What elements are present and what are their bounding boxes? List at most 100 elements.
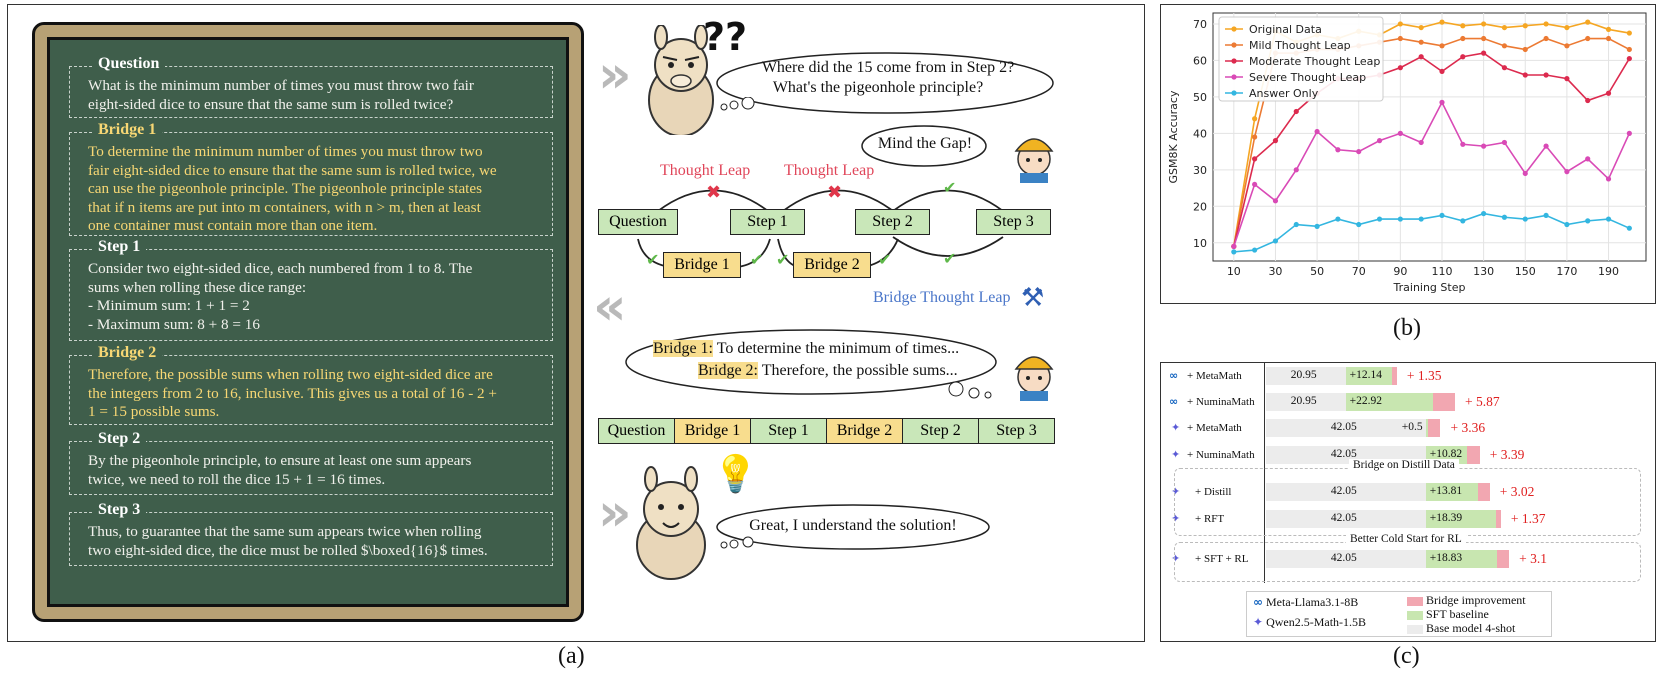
bridge-bar [1497, 550, 1510, 568]
data-point [1252, 181, 1258, 188]
qwen-logo-icon: ✦ [1171, 421, 1181, 434]
data-point [1626, 46, 1632, 53]
sft-value-label: +22.92 [1349, 395, 1382, 407]
sft-value-label: +13.81 [1429, 485, 1463, 497]
happy-alpaca-icon [636, 466, 706, 580]
data-point [1605, 26, 1612, 33]
row-label: + MetaMath [1187, 370, 1242, 382]
qwen-logo-icon: ✦ [1171, 512, 1181, 525]
legend-marker [1231, 74, 1237, 80]
legend-marker [1231, 42, 1237, 48]
qwen-logo-icon: ✦ [1171, 552, 1181, 565]
data-point [1564, 221, 1570, 228]
svg-text:✖: ✖ [706, 182, 721, 203]
bridge-cloud-line1: Bridge 1: To determine the minimum of ti… [653, 340, 959, 358]
confused-alpaca-icon [648, 25, 714, 135]
data-point [1418, 24, 1424, 31]
data-point [1585, 35, 1591, 42]
thought-bubbles [720, 536, 754, 549]
node-bridge1: Bridge 1 [663, 252, 741, 278]
bridge-value-label: + 3.02 [1499, 484, 1535, 499]
seq-step3: Step 3 [978, 418, 1055, 444]
data-point [1252, 247, 1258, 253]
data-point [1418, 216, 1424, 222]
section-body: What is the minimum number of times you … [88, 77, 474, 113]
section-body: By the pigeonhole principle, to ensure a… [88, 452, 472, 488]
data-point [1272, 238, 1279, 244]
data-point [1626, 30, 1632, 36]
bridge1-section: Bridge 1 To determine the minimum number… [69, 121, 553, 236]
data-point [1481, 21, 1487, 27]
section-title: Step 1 [92, 238, 147, 256]
y-tick-label: 60 [1193, 54, 1207, 67]
data-point [1481, 143, 1487, 149]
base-bar [1266, 393, 1346, 411]
data-point [1231, 249, 1237, 255]
question-marks: ?? [703, 15, 748, 59]
thought-leap-label: Thought Leap [660, 162, 751, 179]
node-bridge2: Bridge 2 [793, 252, 871, 278]
y-tick-label: 40 [1193, 127, 1207, 140]
bridge-cloud-line2: Bridge 2: Therefore, the possible sums..… [698, 362, 958, 380]
data-point [1501, 214, 1508, 220]
data-point [1522, 72, 1528, 78]
engineer-icon [1014, 138, 1054, 183]
group-title: Better Cold Start for RL [1346, 533, 1466, 545]
base-bar [1266, 419, 1426, 437]
data-point [1481, 210, 1487, 217]
legend-label: Meta-Llama3.1-8B [1266, 595, 1359, 609]
data-point [1439, 19, 1445, 25]
confused-thought-cloud [716, 52, 1054, 114]
series-line [1233, 52, 1631, 247]
sft-value-label: +0.5 [1401, 421, 1423, 433]
data-point [1439, 212, 1445, 219]
y-tick-label: 10 [1193, 237, 1207, 250]
node-step3: Step 3 [976, 209, 1051, 235]
row-label: + RFT [1195, 513, 1225, 525]
sft-value-label: +12.14 [1349, 369, 1382, 381]
meta-logo-icon: ∞ [1169, 369, 1179, 382]
data-point [1522, 170, 1528, 177]
engineer-icon [1014, 356, 1054, 401]
reasoning-graph-arrows: ✖ ✖ ✔ ✔ ✔ ✔ ✔ ✔ [637, 178, 1004, 269]
row-label: + SFT + RL [1195, 553, 1249, 565]
coldstart-group-box [1174, 542, 1641, 582]
data-point [1585, 19, 1591, 25]
data-point [1314, 223, 1320, 229]
tools-icon: ⚒ [1021, 283, 1045, 313]
caption-a: (a) [558, 643, 585, 669]
data-point [1626, 130, 1632, 136]
data-point [1564, 76, 1570, 82]
section-title: Step 3 [92, 501, 147, 519]
base-value-label: 42.05 [1330, 485, 1357, 497]
data-point [1605, 35, 1612, 42]
seq-step2: Step 2 [902, 418, 979, 444]
bridge1-tag: Bridge 1: [653, 340, 713, 357]
caption-c: (c) [1393, 643, 1420, 669]
bridged-sequence: Question Bridge 1 Step 1 Bridge 2 Step 2… [598, 418, 1055, 444]
bridge-value-label: + 3.36 [1450, 420, 1486, 435]
legend-box [1246, 591, 1552, 637]
data-point [1356, 221, 1362, 228]
sft-value-label: +10.82 [1429, 448, 1463, 460]
mind-gap-text: Mind the Gap! [877, 135, 973, 152]
y-axis-label: GSM8K Accuracy [1167, 90, 1180, 183]
data-point [1293, 167, 1299, 173]
data-point [1522, 23, 1528, 29]
seq-step1: Step 1 [750, 418, 827, 444]
meta-logo-icon: ∞ [1169, 395, 1179, 408]
lightbulb-icon: 💡 [713, 454, 758, 495]
svg-text:✔: ✔ [878, 250, 891, 269]
swatch [1407, 596, 1423, 606]
thought-bubbles [720, 97, 755, 111]
base-value-label: 20.95 [1290, 395, 1317, 407]
section-body: Therefore, the possible sums when rollin… [88, 366, 498, 420]
legend-label: Answer Only [1249, 87, 1319, 100]
data-point [1439, 43, 1445, 49]
legend-marker [1231, 58, 1237, 64]
data-point [1564, 43, 1570, 49]
legend-sft: SFT baseline [1407, 607, 1489, 622]
legend-label: Moderate Thought Leap [1249, 55, 1380, 68]
data-point [1605, 216, 1612, 222]
qwen-logo-icon: ✦ [1171, 448, 1181, 461]
